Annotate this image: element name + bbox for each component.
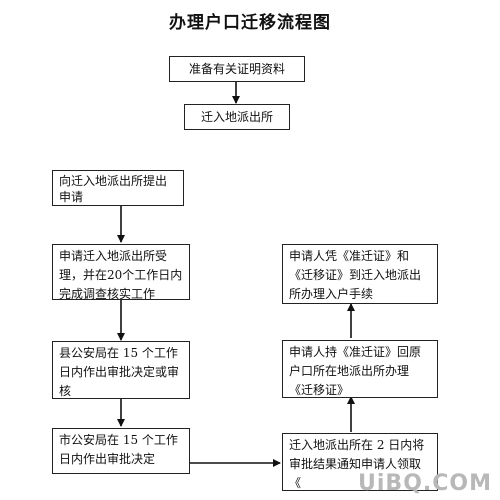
step-accept: 申请迁入地派出所受理，并在20个工作日内完成调查核实工作 xyxy=(52,244,190,301)
step-city-review: 市公安局在 15 个工作日内作出审批决定 xyxy=(52,428,190,474)
watermark: UiBQ.COM xyxy=(358,471,492,496)
step-county-review: 县公安局在 15 个工作日内作出审批决定或审核 xyxy=(52,341,190,399)
step-apply: 向迁入地派出所提出申请 xyxy=(52,170,184,206)
step-move-in-station: 迁入地派出所 xyxy=(184,104,290,130)
step-register: 申请人凭《准迁证》和《迁移证》到迁入地派出所办理入户手续 xyxy=(282,244,438,304)
step-get-certificate: 申请人持《准迁证》回原户口所在地派出所办理《迁移证》 xyxy=(282,340,438,398)
step-notify: 迁入地派出所在 2 日内将审批结果通知申请人领取《 xyxy=(282,433,438,491)
step-prepare-docs: 准备有关证明资料 xyxy=(169,56,305,82)
diagram-title: 办理户口迁移流程图 xyxy=(169,13,331,33)
